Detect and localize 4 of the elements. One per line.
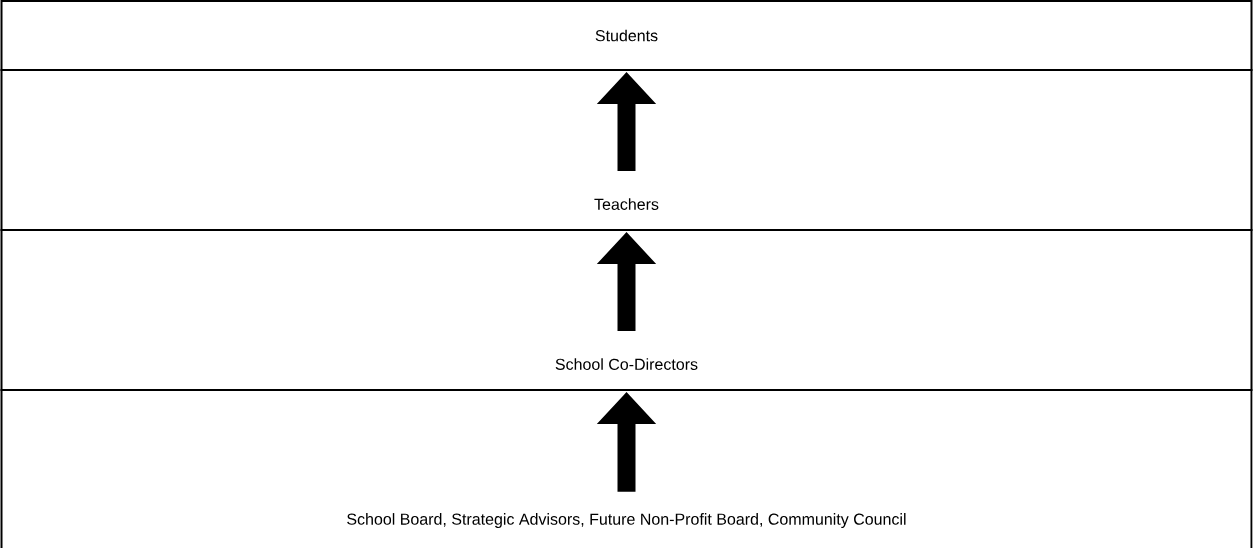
band: Teachers — [0, 69, 1253, 231]
band: School Board, Strategic Advisors, Future Non-Profit Board, Community Council — [0, 389, 1253, 548]
band: Students — [0, 0, 1253, 71]
band: School Co-Directors — [0, 229, 1253, 391]
